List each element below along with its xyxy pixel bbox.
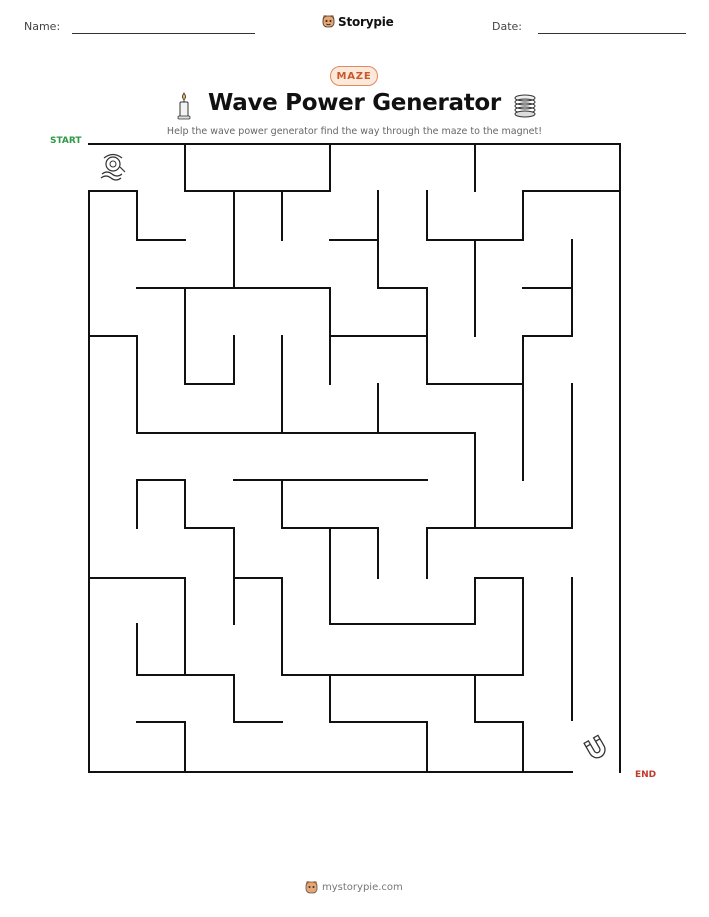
storypie-footer-icon	[305, 881, 318, 894]
start-label: START	[50, 136, 82, 146]
magnet-icon	[583, 734, 606, 759]
wave-generator-icon	[100, 153, 126, 181]
footer: mystorypie.com	[305, 880, 403, 895]
coil-icon	[514, 94, 536, 118]
maze-tag: MAZE	[330, 66, 378, 86]
end-label: END	[635, 770, 657, 780]
brand-name: Storypie	[338, 14, 394, 29]
page-title: Wave Power Generator	[208, 90, 501, 116]
brand: Storypie	[322, 14, 394, 29]
maze-walls	[88, 143, 621, 773]
name-line[interactable]	[72, 33, 255, 34]
instructions: Help the wave power generator find the w…	[166, 126, 543, 137]
name-label: Name:	[24, 20, 61, 33]
date-line[interactable]	[538, 33, 686, 34]
storypie-mascot-icon	[322, 15, 335, 28]
candle-icon	[177, 92, 191, 120]
footer-website[interactable]: mystorypie.com	[322, 882, 403, 893]
date-label: Date:	[492, 20, 522, 33]
